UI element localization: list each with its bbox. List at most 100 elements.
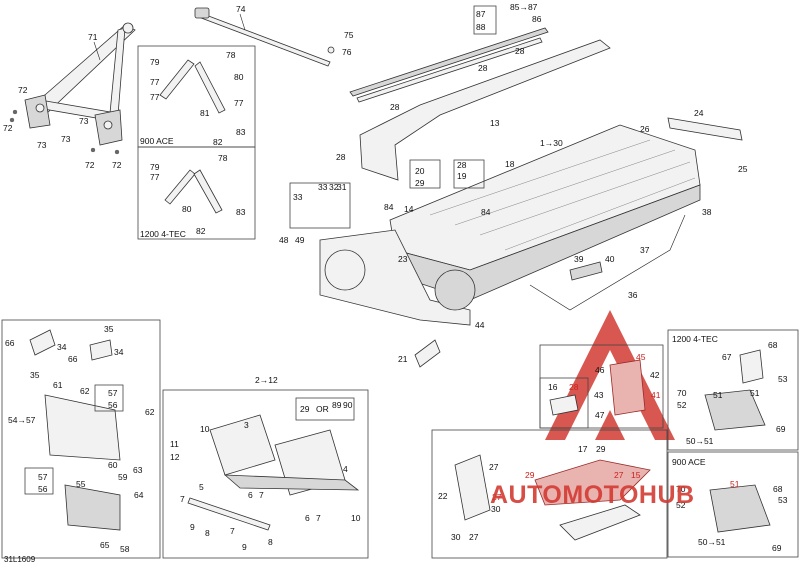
label-29: 29 <box>596 444 606 454</box>
label-52: 52 <box>676 500 686 510</box>
diagram-reference-code: 31L1609 <box>4 555 36 564</box>
label-28: 28 <box>569 382 579 392</box>
label-63: 63 <box>133 465 143 475</box>
brake-rod-assembly: 38 37 39 40 36 <box>529 207 712 311</box>
label-80: 80 <box>234 72 244 82</box>
label-46: 46 <box>595 365 605 375</box>
label-70: 70 <box>676 484 686 494</box>
label-79: 79 <box>150 57 160 67</box>
label-61: 61 <box>53 380 63 390</box>
label-57: 57 <box>38 472 48 482</box>
label-83: 83 <box>236 127 246 137</box>
label-19: 19 <box>457 171 467 181</box>
label-9: 9 <box>190 522 195 532</box>
label-84: 84 <box>384 202 394 212</box>
label-41: 41 <box>651 390 661 400</box>
label-34: 34 <box>57 342 67 352</box>
box-frame-2-12: 2→12 29 OR 89 90 3 11 10 12 4 5 7 9 8 7 … <box>162 375 369 559</box>
label-28: 28 <box>478 63 488 73</box>
label-24: 24 <box>694 108 704 118</box>
label-13: 13 <box>490 118 500 128</box>
label-16: 16 <box>548 382 558 392</box>
label-6: 6 <box>248 490 253 500</box>
box-900-ace: 79 78 77 77 80 77 81 83 82 900 ACE <box>137 45 256 148</box>
label-or: OR <box>316 404 329 414</box>
label-7: 7 <box>180 494 185 504</box>
label-12: 12 <box>170 452 180 462</box>
label-27: 27 <box>492 492 502 502</box>
label-28: 28 <box>457 160 467 170</box>
label-1-30: 1→30 <box>540 138 563 148</box>
label-56: 56 <box>108 400 118 410</box>
label-49: 49 <box>295 235 305 245</box>
main-frame-tunnel: 1→30 18 84 23 44 <box>319 124 701 330</box>
box-900-ace-mount: 900 ACE 70 52 51 68 53 69 50→51 <box>667 451 799 558</box>
box-footrest: 35 66 34 35 66 34 61 62 57 56 62 54→57 6… <box>1 319 161 559</box>
label-9: 9 <box>242 542 247 552</box>
label-34: 34 <box>114 347 124 357</box>
variant-900-ace-label: 900 ACE <box>140 136 174 146</box>
label-15: 15 <box>631 470 641 480</box>
label-90: 90 <box>343 400 353 410</box>
label-52: 52 <box>677 400 687 410</box>
box-rear-bracket: 16 28 46 45 42 43 41 47 <box>539 344 664 429</box>
label-51: 51 <box>730 479 740 489</box>
label-30: 30 <box>491 504 501 514</box>
label-59: 59 <box>118 472 128 482</box>
label-22: 22 <box>438 491 448 501</box>
label-77: 77 <box>150 77 160 87</box>
label-47: 47 <box>595 410 605 420</box>
label-78: 78 <box>226 50 236 60</box>
label-28: 28 <box>515 46 525 56</box>
label-11: 11 <box>170 439 179 449</box>
label-48: 48 <box>279 235 289 245</box>
label-30: 30 <box>451 532 461 542</box>
label-89: 89 <box>332 400 342 410</box>
box-heat-shields: 17 29 29 27 27 27 15 22 30 30 27 <box>431 429 668 559</box>
label-45: 45 <box>636 352 646 362</box>
label-28: 28 <box>336 152 346 162</box>
label-17: 17 <box>578 444 588 454</box>
rail-strips: 87 88 85→87 86 28 28 <box>349 2 549 103</box>
label-50-51: 50→51 <box>686 436 714 446</box>
variant-1200-4tec-label: 1200 4-TEC <box>140 229 186 239</box>
label-3: 3 <box>244 420 249 430</box>
label-27: 27 <box>614 470 624 480</box>
label-66: 66 <box>5 338 15 348</box>
label-83: 83 <box>236 207 246 217</box>
label-20: 20 <box>415 166 425 176</box>
label-43: 43 <box>594 390 604 400</box>
label-29: 29 <box>525 470 535 480</box>
label-5: 5 <box>199 482 204 492</box>
label-33: 33 <box>293 192 303 202</box>
label-29: 29 <box>300 404 310 414</box>
label-75: 75 <box>344 30 354 40</box>
label-36: 36 <box>628 290 638 300</box>
watermark-text: AUTOMOTOHUB <box>490 481 695 509</box>
label-2-12: 2→12 <box>255 375 278 385</box>
label-56: 56 <box>38 484 48 494</box>
variant-1200-4tec-label: 1200 4-TEC <box>672 334 718 344</box>
label-82: 82 <box>213 137 223 147</box>
label-28: 28 <box>390 102 400 112</box>
label-68: 68 <box>773 484 783 494</box>
label-8: 8 <box>205 528 210 538</box>
label-65: 65 <box>100 540 110 550</box>
label-67: 67 <box>722 352 732 362</box>
variant-900-ace-label: 900 ACE <box>672 457 706 467</box>
label-76: 76 <box>342 47 352 57</box>
label-10: 10 <box>351 513 361 523</box>
label-54-57: 54→57 <box>8 415 36 425</box>
label-72: 72 <box>3 123 13 133</box>
label-66: 66 <box>68 354 78 364</box>
tunnel-cover-13: 28 13 28 <box>336 39 611 181</box>
label-72: 72 <box>85 160 95 170</box>
label-35: 35 <box>30 370 40 380</box>
hardware-cluster: 20 29 28 19 31 33 33 32 84 14 48 49 21 <box>279 159 485 368</box>
label-27: 27 <box>489 462 499 472</box>
label-64: 64 <box>134 490 144 500</box>
label-37: 37 <box>640 245 650 255</box>
label-69: 69 <box>776 424 786 434</box>
label-77: 77 <box>150 92 160 102</box>
label-6: 6 <box>305 513 310 523</box>
